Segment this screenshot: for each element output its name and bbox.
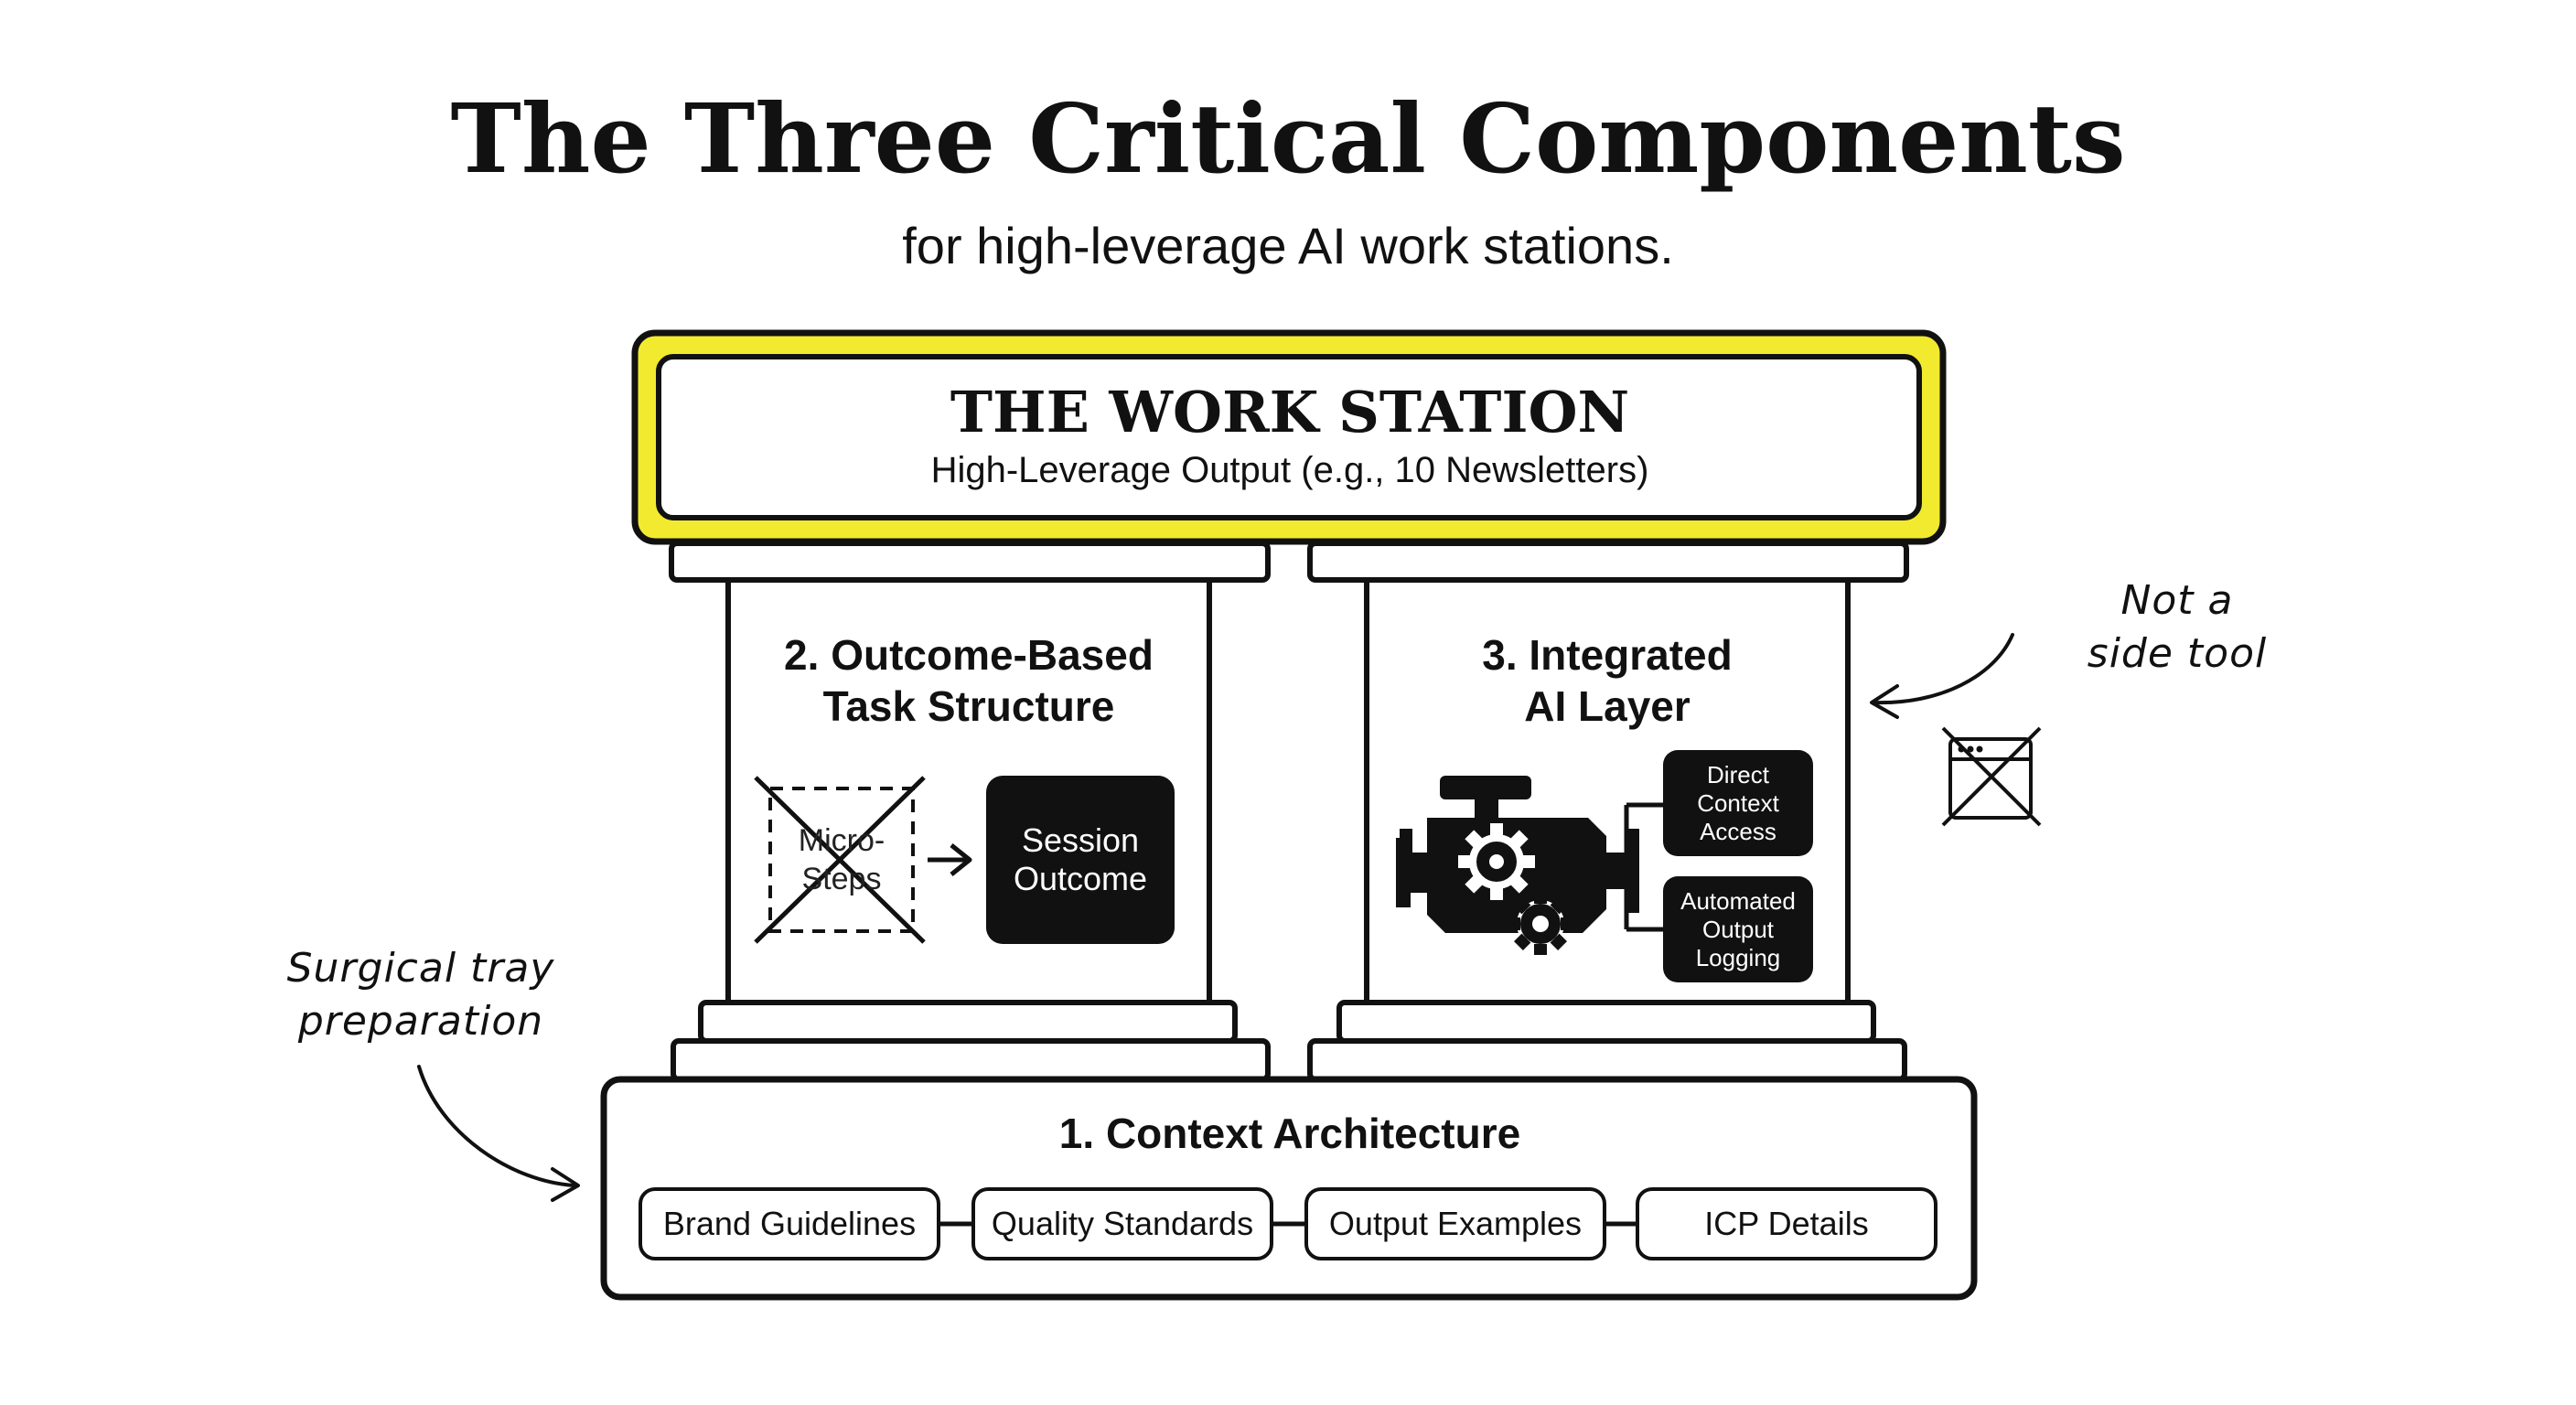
roof-inner <box>656 354 1922 520</box>
micro-steps-box <box>768 787 915 933</box>
right-base-upper <box>1336 1000 1876 1044</box>
right-capital <box>1307 541 1909 583</box>
annotation-right-line1: Not a <box>2120 577 2234 624</box>
left-capital <box>669 541 1271 583</box>
left-base-lower <box>671 1038 1271 1082</box>
automated-logging-line2: Output <box>1701 915 1775 943</box>
left-pillar-title-line2: Task Structure <box>822 682 1115 730</box>
micro-steps-line2: Steps <box>801 862 882 896</box>
page-title: The Three Critical Components <box>450 82 2126 195</box>
left-pillar-title-line1: 2. Outcome-Based <box>784 631 1154 679</box>
left-pillar-title: 2. Outcome-Based Task Structure <box>728 629 1209 732</box>
session-outcome-label: Session Outcome <box>986 776 1175 944</box>
right-pillar-title-line2: AI Layer <box>1524 682 1690 730</box>
automated-logging-label: Automated Output Logging <box>1663 876 1813 982</box>
automated-logging-line1: Automated <box>1680 886 1796 915</box>
cross-line-2 <box>754 776 926 944</box>
direct-context-line1: Direct <box>1707 760 1769 788</box>
session-outcome-line1: Session <box>1021 821 1140 859</box>
session-outcome-box <box>986 776 1175 944</box>
right-base-lower <box>1307 1038 1907 1082</box>
foundation-title: 1. Context Architecture <box>1058 1110 1521 1157</box>
annotation-surgical-tray: Surgical tray preparation <box>265 942 576 1048</box>
engine-gear-icon <box>1396 776 1639 955</box>
right-pillar-title: 3. Integrated AI Layer <box>1367 629 1848 732</box>
annotation-left-line2: preparation <box>297 998 544 1045</box>
annotation-right-line2: side tool <box>2087 630 2268 677</box>
right-pillar-title-line1: 3. Integrated <box>1482 631 1733 679</box>
chip-brand-guidelines: Brand Guidelines <box>639 1187 940 1260</box>
micro-steps-line1: Micro- <box>798 823 886 858</box>
roof-title: THE WORK STATION <box>950 379 1630 445</box>
arrow-right-icon <box>928 843 972 876</box>
direct-context-line3: Access <box>1700 817 1776 845</box>
micro-steps-label: Micro- Steps <box>770 788 913 931</box>
roof-subtitle: High-Leverage Output (e.g., 10 Newslette… <box>930 450 1649 490</box>
foundation-box <box>600 1076 1978 1301</box>
direct-context-line2: Context <box>1697 788 1779 817</box>
annotation-not-side-tool: Not a side tool <box>2012 574 2342 681</box>
session-outcome-line2: Outcome <box>1013 860 1148 897</box>
automated-logging-box <box>1663 876 1813 982</box>
left-base-upper <box>698 1000 1238 1044</box>
chip-icp-details: ICP Details <box>1636 1187 1937 1260</box>
direct-context-label: Direct Context Access <box>1663 750 1813 856</box>
page-subtitle: for high-leverage AI work stations. <box>902 217 1674 274</box>
chip-output-examples: Output Examples <box>1304 1187 1606 1260</box>
annotation-left-line1: Surgical tray <box>286 945 555 992</box>
chip-quality-standards: Quality Standards <box>971 1187 1273 1260</box>
crossed-window-icon <box>1941 726 2042 827</box>
direct-context-box <box>1663 750 1813 856</box>
automated-logging-line3: Logging <box>1695 943 1781 971</box>
